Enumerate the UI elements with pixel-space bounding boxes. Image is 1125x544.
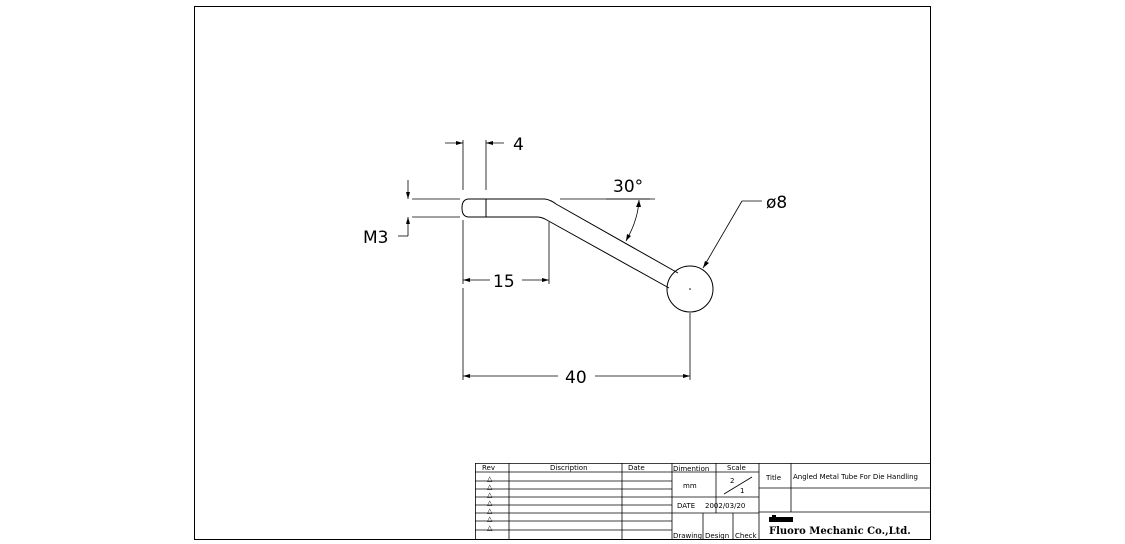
angled-leg-top <box>555 203 679 274</box>
dim-stub-length: 4 <box>445 135 524 190</box>
dim-total-label: 40 <box>565 368 587 388</box>
header-date: Date <box>628 464 645 472</box>
rev-mark: △ <box>487 475 493 483</box>
header-description: Discription <box>550 464 588 472</box>
sheet-border <box>194 6 931 540</box>
sign-design: Design <box>705 532 729 540</box>
title-block: Rev Discription Date △ △ △ △ △ △ △ Dimen… <box>475 463 930 540</box>
rev-mark: △ <box>487 515 493 523</box>
scale-denominator: 1 <box>740 487 744 495</box>
company-name: Fluoro Mechanic Co.,Ltd. <box>769 526 911 537</box>
rev-mark: △ <box>487 499 493 507</box>
header-title: Title <box>765 474 781 482</box>
dim-ball-diameter: ø8 <box>702 193 787 269</box>
part-outline <box>461 198 714 313</box>
company-logo-icon <box>769 515 793 522</box>
bend-outer <box>544 198 557 205</box>
rev-mark: △ <box>487 524 493 532</box>
unit-value: mm <box>683 482 697 490</box>
dim-bend-angle: 30° <box>560 177 655 242</box>
angled-leg-bottom <box>544 218 670 289</box>
bend-inner <box>536 216 546 220</box>
dim-angle-label: 30° <box>613 177 643 197</box>
dim-total-length: 40 <box>462 288 691 388</box>
rev-mark: △ <box>487 491 493 499</box>
sign-check: Check <box>735 532 757 540</box>
date-value: 2002/03/20 <box>705 502 745 510</box>
thread-stub <box>461 198 487 218</box>
scale-numerator: 2 <box>730 477 734 485</box>
dim-stub-label: 4 <box>513 135 524 155</box>
dim-thread-size: M3 <box>363 180 460 248</box>
ball-center <box>689 288 691 290</box>
header-rev: Rev <box>482 464 495 472</box>
part-title: Angled Metal Tube For Die Handling <box>793 473 918 481</box>
rev-mark: △ <box>487 483 493 491</box>
date-label: DATE <box>677 502 695 510</box>
header-scale: Scale <box>727 464 746 472</box>
rev-mark: △ <box>487 507 493 515</box>
sign-drawing: Drawing <box>673 532 702 540</box>
header-dimention: Dimention <box>673 465 709 473</box>
ball-end <box>666 265 714 313</box>
dim-thread-label: M3 <box>363 228 388 248</box>
dim-straight-length: 15 <box>462 220 550 292</box>
rev-mark-list: △ △ △ △ △ △ △ <box>487 475 493 532</box>
dim-ball-label: ø8 <box>766 193 787 213</box>
dim-straight-label: 15 <box>493 272 515 292</box>
